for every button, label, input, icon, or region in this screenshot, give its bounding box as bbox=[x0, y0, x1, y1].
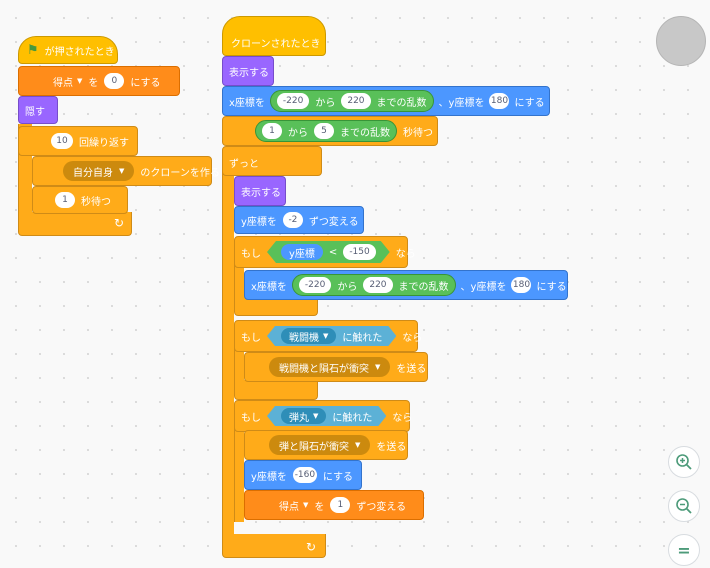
wait-random-block[interactable]: 1 から 5 までの乱数 秒待つ bbox=[222, 116, 438, 146]
chevron-down-icon: ▼ bbox=[323, 332, 329, 340]
if3-c-arm bbox=[234, 428, 244, 522]
hide-block[interactable]: 隠す bbox=[18, 96, 58, 124]
show-block-2[interactable]: 表示する bbox=[234, 176, 286, 206]
set-y-block[interactable]: y座標を -160 にする bbox=[244, 460, 362, 490]
show-block-1[interactable]: 表示する bbox=[222, 56, 274, 86]
wait-block[interactable]: 1 秒待つ bbox=[32, 186, 128, 214]
zoom-out-icon bbox=[676, 498, 692, 514]
if-block-2[interactable]: もし 戦闘機 ▼ に触れた なら bbox=[234, 320, 422, 352]
wait-seconds-input[interactable]: 1 bbox=[55, 192, 75, 208]
touching-target-dropdown-2[interactable]: 弾丸 ▼ bbox=[281, 408, 326, 424]
wait-from-input[interactable]: 1 bbox=[262, 123, 282, 139]
repeat-count-input[interactable]: 10 bbox=[51, 133, 73, 149]
stage-circle-button[interactable] bbox=[656, 16, 706, 66]
x-from-input-2[interactable]: -220 bbox=[298, 277, 332, 293]
variable-dropdown[interactable]: 得点 ▼ bbox=[53, 77, 83, 89]
variable-dropdown-2[interactable]: 得点 ▼ bbox=[279, 501, 309, 513]
chevron-down-icon: ▼ bbox=[77, 77, 83, 85]
chevron-down-icon: ▼ bbox=[355, 441, 361, 449]
y-position-reporter[interactable]: y座標 bbox=[281, 244, 323, 260]
change-y-block[interactable]: y座標を -2 ずつ変える bbox=[234, 206, 364, 234]
forever-c-bottom bbox=[222, 534, 326, 558]
zoom-reset-button[interactable]: = bbox=[668, 534, 700, 566]
forever-block[interactable]: ずっと bbox=[222, 146, 322, 176]
when-flag-clicked-hat[interactable]: ⚑ が押されたとき bbox=[18, 36, 118, 64]
broadcast-block-1[interactable]: 戦闘機と隕石が衝突 ▼ を送る bbox=[244, 352, 428, 382]
loop-arrow-icon: ↻ bbox=[114, 216, 125, 230]
x-random-reporter[interactable]: -220 から 220 までの乱数 bbox=[269, 90, 434, 112]
zoom-reset-icon: = bbox=[677, 540, 691, 560]
zoom-out-button[interactable] bbox=[668, 490, 700, 522]
x-from-input[interactable]: -220 bbox=[276, 93, 310, 109]
green-flag-icon: ⚑ bbox=[27, 42, 39, 58]
less-than-operator[interactable]: y座標 < -150 bbox=[267, 241, 390, 263]
x-to-input[interactable]: 220 bbox=[341, 93, 371, 109]
chevron-down-icon: ▼ bbox=[303, 501, 309, 509]
if2-c-bottom bbox=[234, 380, 318, 400]
y-value-input-2[interactable]: 180 bbox=[511, 277, 532, 293]
repeat-c-bottom bbox=[18, 212, 132, 236]
goto-random-block-2[interactable]: x座標を -220 から 220 までの乱数 、y座標を 180 にする bbox=[244, 270, 568, 300]
change-y-input[interactable]: -2 bbox=[282, 212, 303, 228]
forever-c-arm bbox=[222, 172, 234, 536]
broadcast-block-2[interactable]: 弾と隕石が衝突 ▼ を送る bbox=[244, 430, 408, 460]
x-random-reporter-2[interactable]: -220 から 220 までの乱数 bbox=[291, 274, 456, 296]
compare-value-input[interactable]: -150 bbox=[343, 244, 375, 260]
if2-c-arm bbox=[234, 348, 244, 388]
hat-label: が押されたとき bbox=[44, 46, 115, 58]
broadcast-message-dropdown-1[interactable]: 戦闘機と隕石が衝突 ▼ bbox=[269, 357, 391, 377]
chevron-down-icon: ▼ bbox=[119, 167, 125, 175]
if1-c-bottom bbox=[234, 296, 318, 316]
goto-random-block-1[interactable]: x座標を -220 から 220 までの乱数 、y座標を 180 にする bbox=[222, 86, 550, 116]
touching-sensor-1[interactable]: 戦闘機 ▼ に触れた bbox=[267, 326, 396, 346]
change-variable-block[interactable]: 得点 ▼ を 1 ずつ変える bbox=[244, 490, 424, 520]
broadcast-message-dropdown-2[interactable]: 弾と隕石が衝突 ▼ bbox=[269, 435, 371, 455]
loop-arrow-icon: ↻ bbox=[306, 540, 317, 554]
change-value-input[interactable]: 1 bbox=[330, 497, 351, 513]
if1-c-arm bbox=[234, 264, 244, 304]
if-block-3[interactable]: もし 弾丸 ▼ に触れた なら bbox=[234, 400, 412, 432]
clone-target-dropdown[interactable]: 自分自身 ▼ bbox=[63, 161, 135, 181]
chevron-down-icon: ▼ bbox=[313, 412, 319, 420]
if-block-1[interactable]: もし y座標 < -150 なら bbox=[234, 236, 416, 268]
zoom-in-icon bbox=[676, 454, 692, 470]
x-to-input-2[interactable]: 220 bbox=[363, 277, 393, 293]
wait-random-reporter[interactable]: 1 から 5 までの乱数 bbox=[255, 120, 397, 142]
wait-to-input[interactable]: 5 bbox=[314, 123, 334, 139]
create-clone-block[interactable]: 自分自身 ▼ のクローンを作る bbox=[32, 156, 220, 186]
set-y-input[interactable]: -160 bbox=[292, 467, 317, 483]
when-cloned-hat[interactable]: クローンされたとき bbox=[222, 16, 326, 56]
chevron-down-icon: ▼ bbox=[375, 363, 381, 371]
set-value-input[interactable]: 0 bbox=[104, 73, 125, 89]
touching-target-dropdown-1[interactable]: 戦闘機 ▼ bbox=[281, 328, 336, 344]
touching-sensor-2[interactable]: 弾丸 ▼ に触れた bbox=[267, 406, 386, 426]
y-value-input[interactable]: 180 bbox=[489, 93, 510, 109]
repeat-block[interactable]: 10 回繰り返す bbox=[18, 126, 138, 156]
zoom-in-button[interactable] bbox=[668, 446, 700, 478]
set-variable-block[interactable]: 得点 ▼ を 0 にする bbox=[18, 66, 180, 96]
